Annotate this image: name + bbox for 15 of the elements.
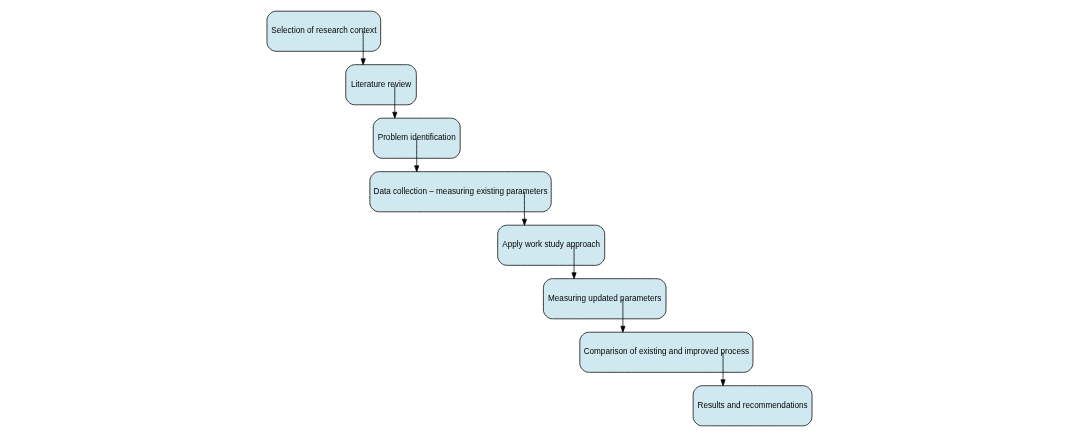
node-box: Measuring updated parameters [543, 278, 667, 320]
node-box: Data collection – measuring existing parameters [369, 171, 552, 213]
arrow [522, 191, 527, 226]
node-box: Literature review [345, 64, 417, 106]
node-box: Apply work study approach [497, 224, 606, 266]
node-box: Problem identification [372, 117, 461, 159]
arrow [392, 84, 398, 119]
arrow [414, 137, 420, 173]
node-box: Selection of research context [266, 10, 382, 52]
arrow [360, 30, 366, 66]
arrow [620, 298, 626, 333]
node-box: Comparison of existing and improved process [579, 331, 754, 373]
node-box: Results and recommendations [692, 385, 813, 427]
arrow [720, 351, 726, 387]
arrow [571, 244, 577, 280]
